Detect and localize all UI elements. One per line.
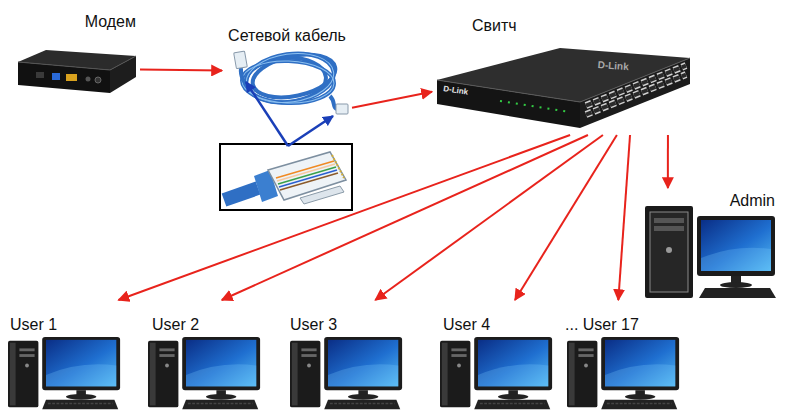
admin-computer: [650, 212, 688, 292]
user-computer: [148, 337, 260, 409]
admin-computer: [701, 248, 771, 271]
user-computer: [290, 337, 402, 409]
admin-computer: [697, 216, 775, 276]
connector-arrow: [667, 135, 669, 188]
modem-icon: [36, 72, 44, 78]
user-computer: [567, 337, 679, 409]
computer-node: User 1: [5, 300, 127, 413]
admin-computer: [645, 206, 693, 298]
device-label: User 2: [152, 316, 199, 334]
modem-icon: [18, 50, 136, 93]
admin-computer: [654, 226, 684, 231]
switch-icon: [437, 48, 690, 128]
connector-inset: [224, 188, 258, 200]
connector-inset: [332, 155, 344, 178]
brand-label: D-Link: [597, 60, 629, 72]
switch-icon: [586, 66, 686, 106]
connector-inset: [300, 186, 344, 204]
pointer-arrow: [288, 116, 333, 146]
admin-computer: [720, 282, 752, 288]
modem-icon: [18, 56, 136, 70]
device-label: Сетевой кабель: [228, 27, 346, 45]
device-node: Модем: [10, 5, 140, 100]
computer-node: User 3: [285, 300, 407, 413]
switch-icon: [586, 75, 686, 115]
computer-node: ... User 17: [562, 300, 690, 413]
connector-inset: [220, 144, 352, 210]
connector-arrow: [118, 135, 570, 300]
connector-arrow: [140, 69, 222, 72]
user-computer: [8, 337, 679, 409]
device-label: User 3: [290, 316, 337, 334]
admin-computer: [701, 220, 771, 271]
admin-computer: [654, 218, 684, 223]
device-label: User 1: [10, 316, 57, 334]
connector-inset: [279, 170, 337, 187]
cable-icon: [336, 104, 348, 114]
computer-node: Admin: [640, 188, 795, 302]
switch-icon: [580, 58, 690, 128]
connector-arrow: [352, 92, 432, 108]
device-label: ... User 17: [565, 316, 639, 334]
brand-label: D-Link: [443, 85, 469, 97]
connector-arrow: [222, 135, 588, 300]
modem-icon: [18, 62, 110, 93]
computer-node: User 2: [145, 300, 265, 413]
modem-icon: [86, 77, 91, 82]
admin-computer: [699, 288, 776, 298]
device-label: Свитч: [472, 17, 517, 35]
cable-icon: [234, 51, 248, 69]
switch-icon: [500, 101, 570, 112]
switch-icon: [586, 75, 686, 115]
switch-icon: [586, 66, 686, 106]
user-computer: [440, 337, 552, 409]
connector-arrow: [618, 135, 630, 300]
device-node: Свитч: [432, 15, 695, 135]
admin-computer: [645, 206, 776, 298]
modem-icon: [52, 73, 60, 80]
connector-arrow: [375, 135, 603, 300]
device-label: Admin: [730, 192, 775, 210]
device-label: User 4: [443, 316, 490, 334]
device-node: Сетевой кабель: [222, 25, 352, 118]
pointer-arrow: [246, 82, 288, 146]
computer-node: User 4: [437, 300, 557, 413]
modem-icon: [95, 77, 101, 83]
user-computer: [8, 337, 120, 409]
device-label: Модем: [85, 13, 136, 31]
modem-icon: [66, 74, 77, 81]
connector-arrow: [515, 135, 617, 300]
cable-icon: [234, 48, 348, 114]
admin-computer: [666, 247, 672, 253]
connector-inset: [220, 144, 352, 210]
connector-inset: [280, 173, 338, 190]
switch-icon: [437, 80, 580, 128]
pointer-arrow: [246, 82, 333, 146]
modem-icon: [110, 56, 136, 93]
